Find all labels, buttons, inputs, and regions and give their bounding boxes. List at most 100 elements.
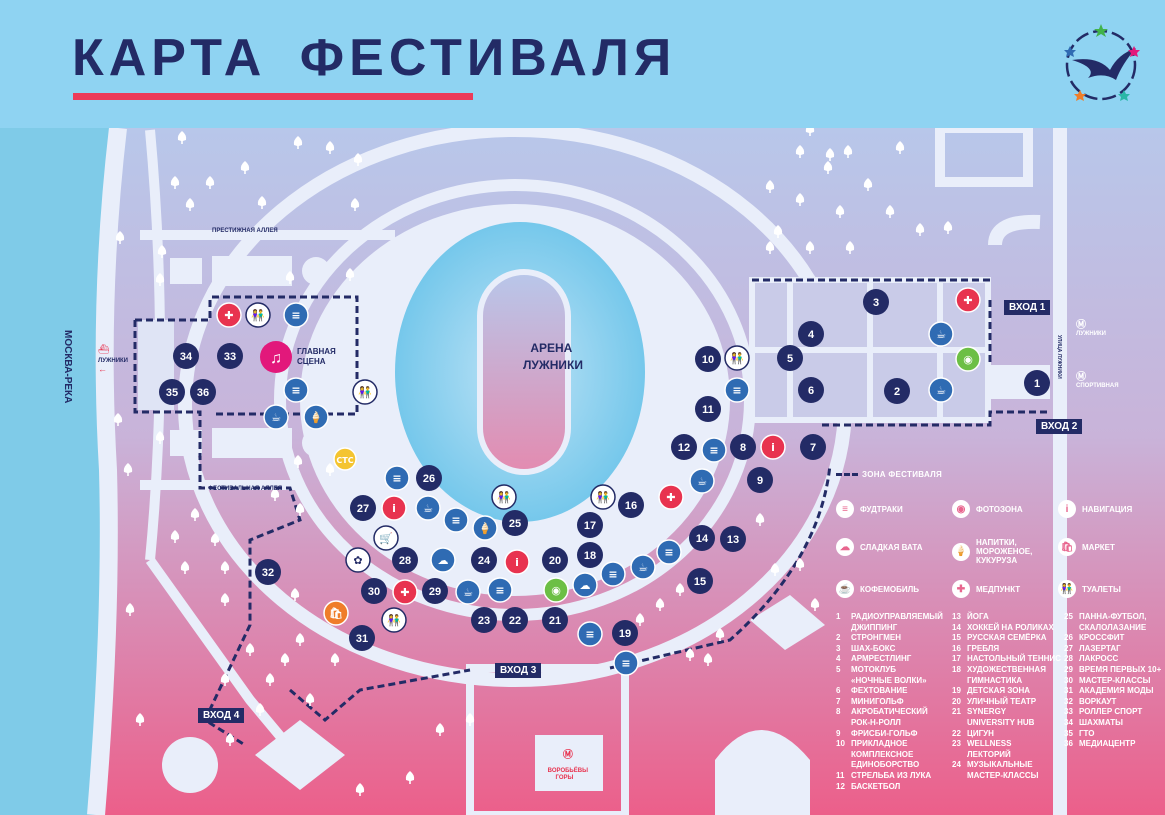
- svg-text:≡: ≡: [621, 657, 630, 670]
- metro-sportivnaya: Ⓜ СПОРТИВНАЯ: [1076, 373, 1119, 390]
- activity-name: ЛАКРОСС: [1079, 654, 1119, 664]
- activity-marker-25[interactable]: 25: [502, 510, 528, 536]
- svg-text:👫: 👫: [730, 352, 744, 365]
- tree-icon: [177, 131, 187, 144]
- activity-marker-7[interactable]: 7: [800, 434, 826, 460]
- activity-marker-6[interactable]: 6: [798, 377, 824, 403]
- main-stage-line1: ГЛАВНАЯ: [297, 347, 336, 356]
- svg-text:1: 1: [1034, 378, 1040, 390]
- svg-text:☕: ☕: [936, 328, 946, 341]
- tree-icon: [113, 413, 123, 426]
- activity-marker-20[interactable]: 20: [542, 547, 568, 573]
- tree-icon: [795, 145, 805, 158]
- activity-marker-12[interactable]: 12: [671, 434, 697, 460]
- activity-marker-1[interactable]: 1: [1024, 370, 1050, 396]
- activity-name: SYNERGY UNIVERSITY HUB: [967, 707, 1035, 727]
- activity-marker-10[interactable]: 10: [695, 346, 721, 372]
- activity-marker-3[interactable]: 3: [863, 289, 889, 315]
- coffee-icon: ☕: [928, 321, 954, 347]
- svg-text:35: 35: [166, 387, 178, 399]
- tree-icon: [823, 161, 833, 174]
- tree-icon: [795, 558, 805, 571]
- activity-marker-26[interactable]: 26: [416, 465, 442, 491]
- activity-name: СТРЕЛЬБА ИЗ ЛУКА: [851, 770, 932, 780]
- activity-marker-30[interactable]: 30: [361, 578, 387, 604]
- svg-text:32: 32: [262, 567, 274, 579]
- activity-marker-14[interactable]: 14: [689, 525, 715, 551]
- activity-marker-33[interactable]: 33: [217, 343, 243, 369]
- svg-text:🍦: 🍦: [309, 411, 323, 424]
- activity-number: 6: [836, 686, 841, 696]
- activity-marker-36[interactable]: 36: [190, 379, 216, 405]
- activity-marker-18[interactable]: 18: [577, 542, 603, 568]
- tree-icon: [123, 463, 133, 476]
- boat-label: ЛУЖНИКИ: [98, 358, 128, 364]
- svg-text:👫: 👫: [497, 491, 511, 504]
- tree-icon: [170, 176, 180, 189]
- dashed-line-icon: [836, 473, 858, 476]
- tree-icon: [295, 503, 305, 516]
- activity-number: 32: [1064, 696, 1073, 706]
- tree-icon: [280, 653, 290, 666]
- activity-marker-23[interactable]: 23: [471, 607, 497, 633]
- activity-marker-22[interactable]: 22: [502, 607, 528, 633]
- alley-top-label: ПРЕСТИЖНАЯ АЛЛЕЯ: [212, 228, 278, 234]
- activity-number: 18: [952, 664, 961, 674]
- activity-marker-17[interactable]: 17: [577, 512, 603, 538]
- tree-icon: [305, 693, 315, 706]
- burger-icon: ≡: [283, 302, 309, 328]
- tree-icon: [715, 628, 725, 641]
- activity-marker-31[interactable]: 31: [349, 625, 375, 651]
- activity-marker-29[interactable]: 29: [422, 578, 448, 604]
- activity-marker-24[interactable]: 24: [471, 547, 497, 573]
- activity-number: 16: [952, 643, 961, 653]
- tree-icon: [240, 161, 250, 174]
- svg-text:14: 14: [696, 533, 709, 545]
- activity-marker-19[interactable]: 19: [612, 620, 638, 646]
- activity-marker-13[interactable]: 13: [720, 526, 746, 552]
- ice-cream-icon: 🍦: [303, 404, 329, 430]
- tree-icon: [755, 513, 765, 526]
- activity-marker-8[interactable]: 8: [730, 434, 756, 460]
- activity-marker-32[interactable]: 32: [255, 559, 281, 585]
- tree-icon: [245, 643, 255, 656]
- svg-text:≡: ≡: [291, 384, 300, 397]
- activity-marker-5[interactable]: 5: [777, 345, 803, 371]
- alley-bottom-label: ФЕСТИВАЛЬНАЯ АЛЛЕЯ: [208, 486, 282, 492]
- svg-text:☕: ☕: [423, 502, 433, 515]
- entrance-3: ВХОД 3: [495, 663, 542, 678]
- burger-icon: ≡: [656, 539, 682, 565]
- svg-text:21: 21: [549, 615, 561, 627]
- legend-symbol-label: МАРКЕТ: [1082, 542, 1115, 552]
- activity-number: 24: [952, 760, 961, 770]
- svg-text:3: 3: [873, 297, 879, 309]
- activity-marker-27[interactable]: 27: [350, 495, 376, 521]
- tree-icon: [155, 431, 165, 444]
- activity-marker-28[interactable]: 28: [392, 547, 418, 573]
- svg-text:10: 10: [702, 354, 714, 366]
- activity-marker-21[interactable]: 21: [542, 607, 568, 633]
- activity-name: УЛИЧНЫЙ ТЕАТР: [967, 696, 1037, 706]
- activity-marker-2[interactable]: 2: [884, 378, 910, 404]
- svg-text:31: 31: [356, 633, 368, 645]
- activity-marker-16[interactable]: 16: [618, 492, 644, 518]
- activity-marker-35[interactable]: 35: [159, 379, 185, 405]
- activity-marker-9[interactable]: 9: [747, 467, 773, 493]
- activity-marker-34[interactable]: 34: [173, 343, 199, 369]
- activity-marker-4[interactable]: 4: [798, 321, 824, 347]
- activity-marker-15[interactable]: 15: [687, 568, 713, 594]
- svg-text:≡: ≡: [608, 568, 617, 581]
- activity-marker-11[interactable]: 11: [695, 396, 721, 422]
- camera-icon: ◉: [952, 500, 970, 518]
